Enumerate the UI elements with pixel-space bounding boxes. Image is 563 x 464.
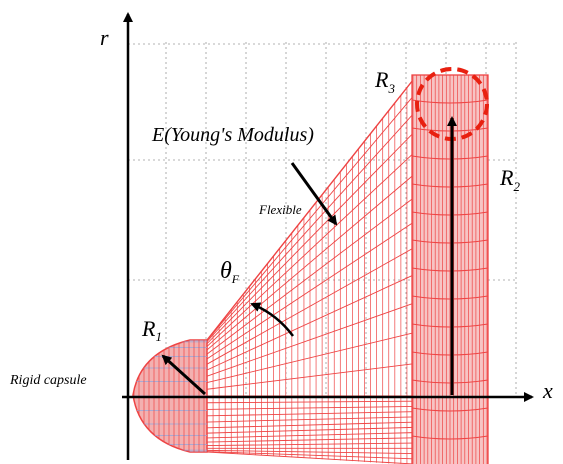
- r1-label: R1: [141, 316, 162, 344]
- r3-label: R3: [374, 67, 395, 96]
- flexible-label: Flexible: [258, 202, 302, 217]
- flexible-cone-mesh: [206, 79, 414, 464]
- r2-label: R2: [499, 165, 520, 194]
- modulus-arrow: [290, 162, 338, 226]
- theta-label: θF: [220, 258, 240, 286]
- r1-arrow: [161, 354, 207, 396]
- r-axis-label: r: [100, 25, 109, 50]
- theta-arc: [250, 302, 295, 337]
- youngs-modulus-label: E(Young's Modulus): [151, 124, 314, 146]
- rigid-capsule-label: Rigid capsule: [9, 373, 87, 388]
- x-axis-label: x: [542, 378, 553, 403]
- cylinder-section: [411, 74, 489, 464]
